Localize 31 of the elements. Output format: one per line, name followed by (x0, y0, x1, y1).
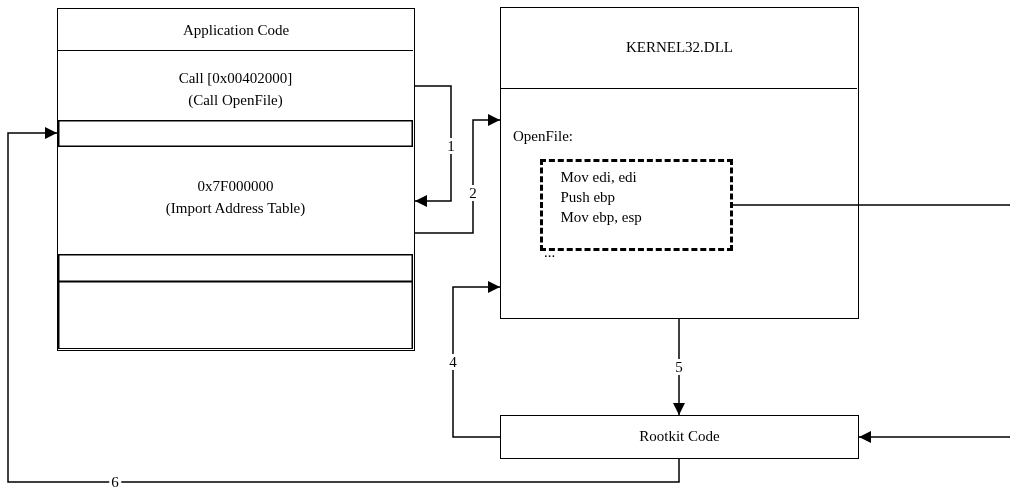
module-box (500, 7, 859, 319)
code-line: Mov edi, edi (560, 168, 637, 186)
node-label: Call [0x00402000] (177, 68, 294, 87)
arrow (452, 281, 501, 438)
node-label: (Call OpenFile) (187, 90, 284, 109)
edge-label: 4 (447, 354, 459, 370)
node-label: 0x7F000000 (196, 176, 275, 195)
arrow (414, 114, 501, 234)
module-box (57, 8, 415, 351)
node-label: (Import Address Table) (164, 198, 307, 217)
empty-box (58, 253, 413, 282)
node-label: Rootkit Code (638, 427, 721, 445)
empty-box (58, 119, 413, 147)
code-label: ... (544, 242, 556, 261)
edge-label: 1 (445, 138, 457, 154)
edge-label: 5 (673, 359, 685, 375)
node-label: KERNEL32.DLL (624, 38, 735, 56)
arrow (414, 85, 452, 207)
node-label: Application Code (181, 21, 291, 39)
module-box (500, 415, 859, 459)
edge-label: 6 (109, 474, 121, 490)
edge-label: 2 (467, 185, 479, 201)
code-label: OpenFile: (513, 126, 573, 145)
arrow (7, 127, 680, 483)
connector-line (732, 204, 1010, 206)
code-line: Mov ebp, esp (560, 208, 642, 226)
arrow (673, 318, 685, 416)
code-box (539, 159, 733, 251)
empty-box (58, 280, 413, 349)
arrow (858, 431, 1010, 443)
code-line: Push ebp (560, 188, 616, 206)
